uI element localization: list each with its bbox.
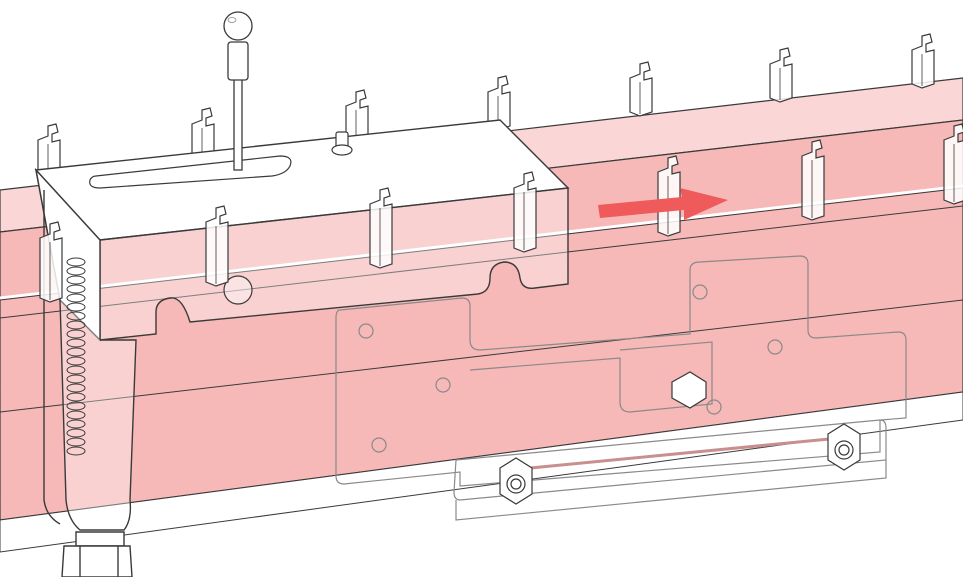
mounting-hole-2	[435, 377, 451, 393]
spring-coil	[66, 419, 86, 429]
spring-coil	[66, 302, 86, 312]
spring-coil	[66, 365, 86, 375]
spring-coil	[66, 356, 86, 366]
spring	[66, 257, 86, 456]
carriage-front	[99, 187, 569, 341]
lever-sleeve	[227, 41, 249, 81]
spring-coil	[66, 320, 86, 330]
front-clip-4	[513, 171, 537, 253]
front-clip-row	[39, 123, 963, 303]
spring-coil	[66, 311, 86, 321]
carriage-hole	[223, 275, 253, 305]
direction-arrow-shape	[598, 188, 728, 220]
carriage	[34, 119, 570, 342]
mounting-plate-outline	[335, 255, 907, 487]
spring-coil	[66, 392, 86, 402]
front-clip-1	[39, 221, 63, 303]
lever-rod	[233, 77, 243, 171]
spring-coil	[66, 437, 86, 447]
spring-coil	[66, 446, 86, 456]
spring-coil	[66, 329, 86, 339]
spring-coil	[66, 374, 86, 384]
plate-slot	[469, 341, 713, 413]
top-clip-5	[629, 61, 653, 117]
front-clip-3	[369, 187, 393, 269]
mounting-plate	[335, 255, 907, 521]
spring-coil	[66, 284, 86, 294]
spring-coil	[66, 383, 86, 393]
lever-knob-shine	[227, 17, 237, 23]
leg-inner	[43, 190, 61, 525]
spring-coil	[66, 428, 86, 438]
spring-coil	[66, 338, 86, 348]
mounting-hole-1	[358, 323, 374, 339]
mounting-hole-3	[371, 437, 387, 453]
spring-coil	[66, 293, 86, 303]
bottom-bracket-lip	[455, 460, 887, 521]
top-clip-7	[911, 33, 935, 89]
rail-edge-mid	[0, 205, 963, 319]
spring-coil	[66, 275, 86, 285]
mounting-hole-5	[767, 339, 783, 355]
lever	[223, 11, 253, 171]
hex-bolt	[671, 371, 707, 409]
spring-coil	[66, 266, 86, 276]
leg-foot	[61, 531, 133, 577]
front-clip-2	[205, 205, 229, 287]
rail-bottom-face	[0, 391, 963, 553]
top-clip-6	[769, 47, 793, 103]
front-clip-5	[657, 155, 681, 237]
spring-coil	[66, 410, 86, 420]
spring-coil	[66, 347, 86, 357]
spring-coil	[66, 257, 86, 267]
front-clip-6	[801, 139, 825, 221]
mounting-hole-4	[692, 284, 708, 300]
top-screw	[331, 131, 353, 156]
bracket-groove	[509, 435, 851, 472]
front-clip-7	[943, 123, 963, 205]
direction-arrow	[598, 188, 728, 220]
nut-right	[827, 423, 861, 471]
nut-left	[499, 457, 533, 505]
lever-knob	[223, 11, 253, 41]
mounting-hole-6	[706, 399, 722, 415]
rail-edge-lower	[0, 299, 963, 413]
spring-coil	[66, 401, 86, 411]
